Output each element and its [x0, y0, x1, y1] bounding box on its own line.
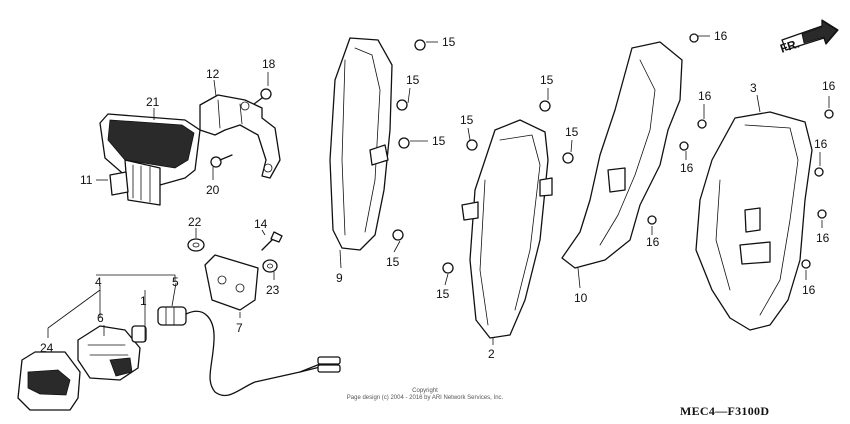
part-socket-housing-6: [77, 325, 141, 381]
leader-lines: [47, 35, 830, 345]
part-side-lens-2: [461, 119, 553, 339]
screw-20: [210, 154, 233, 168]
copyright-notice: Copyright Page design (c) 2004 - 2016 by…: [250, 388, 600, 402]
callout-1: 1: [140, 294, 147, 308]
callout-15g: 15: [565, 125, 579, 139]
callout-7: 7: [236, 321, 243, 335]
callout-10: 10: [574, 291, 588, 305]
callout-3: 3: [750, 81, 757, 95]
part-socket-5: [157, 306, 187, 326]
callout-22: 22: [188, 215, 202, 229]
part-side-lens-9: [329, 37, 393, 251]
callout-16a: 16: [714, 29, 728, 43]
callout-23: 23: [266, 283, 280, 297]
part-license-light-lens: [99, 113, 201, 206]
screws: [392, 33, 834, 274]
callout-15a: 15: [442, 35, 456, 49]
callout-12: 12: [206, 67, 220, 81]
direction-label: FR.: [778, 36, 801, 55]
part-outer-cover-3: [695, 111, 813, 331]
callout-21: 21: [146, 95, 160, 109]
callout-15b: 15: [406, 73, 420, 87]
callout-15c: 15: [432, 134, 446, 148]
part-base-plate-7: [204, 254, 259, 311]
callout-15e: 15: [540, 73, 554, 87]
callout-2: 2: [488, 347, 495, 361]
direction-marker: FR.: [778, 19, 839, 56]
callout-16h: 16: [802, 283, 816, 297]
collar-22: [187, 238, 205, 252]
callout-5: 5: [172, 275, 179, 289]
callout-18: 18: [262, 57, 276, 71]
wire-harness: [185, 310, 341, 397]
callout-15f: 15: [460, 113, 474, 127]
callout-16b: 16: [698, 89, 712, 103]
callout-6: 6: [97, 311, 104, 325]
callout-24: 24: [40, 341, 54, 355]
callout-16c: 16: [680, 161, 694, 175]
callout-15d: 15: [386, 255, 400, 269]
screw-18: [253, 88, 272, 105]
copyright-line-1: Copyright: [412, 388, 438, 394]
callout-16e: 16: [822, 79, 836, 93]
copyright-line-2: Page design (c) 2004 - 2016 by ARI Netwo…: [346, 395, 504, 401]
part-inner-cover-10: [561, 41, 683, 269]
callout-9: 9: [336, 271, 343, 285]
callout-11: 11: [80, 173, 93, 187]
callout-16f: 16: [814, 137, 828, 151]
callout-16g: 16: [816, 231, 830, 245]
callout-14: 14: [254, 217, 268, 231]
part-bulb-1: [131, 325, 147, 343]
callout-15h: 15: [436, 287, 450, 301]
washer-23: [262, 259, 278, 273]
callout-20: 20: [206, 183, 220, 197]
part-light-cover-24: [17, 351, 81, 411]
callout-4: 4: [95, 275, 102, 289]
callouts: 1 2 3 4 5 6 7 9 10 11 12 14 15 15 15 15 …: [40, 29, 836, 361]
callout-16d: 16: [646, 235, 660, 249]
diagram-code: MEC4—F3100D: [680, 404, 770, 418]
bolt-14: [261, 231, 283, 251]
